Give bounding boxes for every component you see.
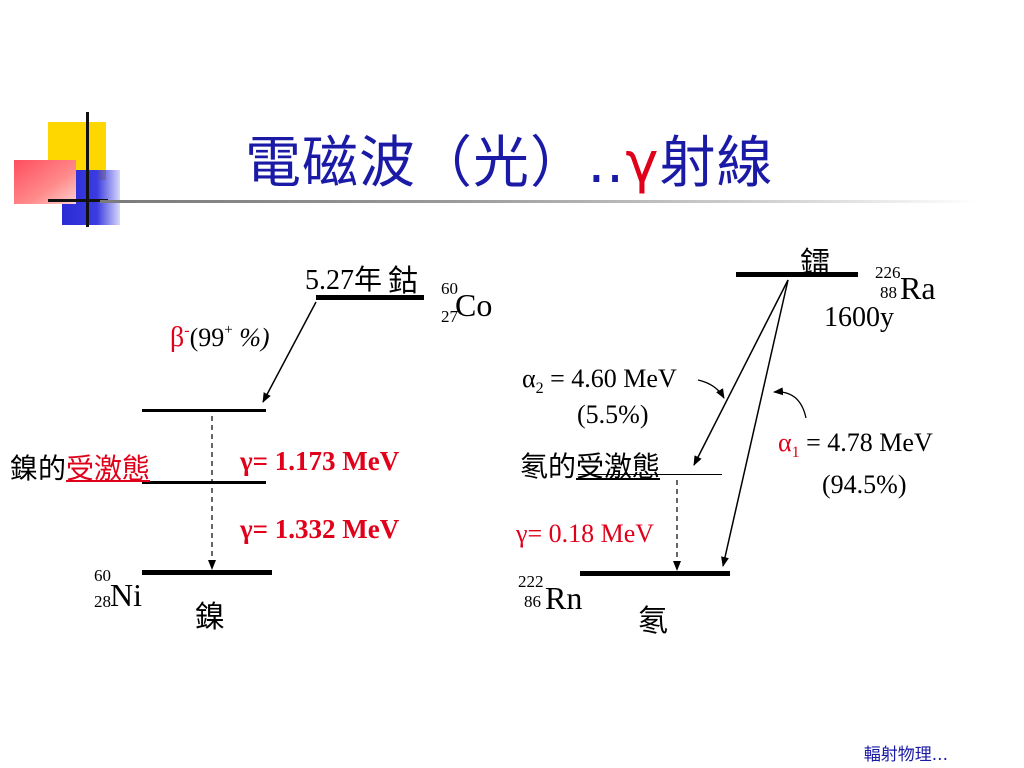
rn-excited-text: 受激態 [576,450,661,483]
alpha1-branch: (94.5%) [822,470,907,499]
title-main: 電磁波（光）‥ [245,131,626,196]
rn-excited-prefix: 氡的 [520,450,577,483]
ni-excited-prefix: 鎳的 [10,452,67,485]
rn-atomic-number: 86 [524,592,541,611]
alpha1-label: α1 = 4.78 MeV [778,428,933,462]
ra-energy-level [736,272,858,277]
ni-gamma-first: γ= 1.173 MeV [240,446,400,476]
rn-excited-level [578,474,722,475]
deco-vertical-line [86,112,89,227]
alpha1-pointer-arrow [773,387,807,419]
ra-halflife: 1600y [824,302,894,333]
alpha2-label: α2 = 4.60 MeV [522,364,677,398]
alpha1-energy: = 4.78 MeV [799,428,933,457]
alpha2-pointer-arrow [697,379,725,399]
ra-symbol: Ra [900,270,936,306]
ni-ground-level [142,570,272,575]
co-halflife: 5.27年 [305,265,383,296]
title-tail: 射線 [659,131,774,196]
title-greek: γ [625,131,660,196]
title-underline [100,200,980,203]
beta-decay-arrow [262,301,317,403]
ni-excited-level-upper [142,409,266,412]
rn-gamma: γ= 0.18 MeV [516,519,655,548]
deco-pink-square [14,160,76,204]
deco-horizontal-line [48,199,108,202]
co-name: 鈷 [388,265,418,298]
beta-symbol: β [170,322,185,353]
alpha1-decay-arrow [721,279,789,567]
footer-text: 輻射物理... [863,745,948,765]
rn-ground-level [580,571,730,576]
co-mass-number: 60 [441,279,458,298]
ni-excited-level-lower [142,481,266,484]
ra-mass-number: 226 [875,263,901,282]
rn-mass-number: 222 [518,572,544,591]
rn-symbol: Rn [545,580,583,616]
rn-excited-state-label: 氡的受激態 [520,445,660,485]
alpha2-index: 2 [535,380,544,398]
alpha2-symbol: α [522,364,536,393]
alpha1-symbol: α [778,428,792,457]
co-symbol: Co [455,287,493,323]
alpha2-branch: (5.5%) [577,400,649,429]
co-energy-level [316,295,424,300]
rn-name: 氡 [638,604,668,639]
ra-name: 鐳 [800,246,830,281]
ni-excited-state-label: 鎳的受激態 [10,447,150,487]
alpha2-decay-arrow [693,279,789,466]
ni-gamma-second: γ= 1.332 MeV [240,514,400,544]
ni-atomic-number: 28 [94,592,111,611]
ni-excited-text: 受激態 [66,452,151,485]
beta-charge: - [184,322,190,339]
ra-atomic-number: 88 [880,283,897,302]
slide-title: 電磁波（光）‥γ射線 [245,118,774,199]
co-atomic-number: 27 [441,307,458,326]
beta-label: β-(99+ %) [170,322,270,354]
ni-mass-number: 60 [94,566,111,585]
ni-symbol: Ni [110,577,142,613]
beta-branch-open: (99 [189,323,225,352]
alpha1-index: 1 [791,444,800,462]
alpha2-energy: = 4.60 MeV [543,364,677,393]
beta-branch-close: %) [232,323,270,352]
beta-branch-sup: + [224,322,233,338]
ni-name: 鎳 [195,600,225,635]
